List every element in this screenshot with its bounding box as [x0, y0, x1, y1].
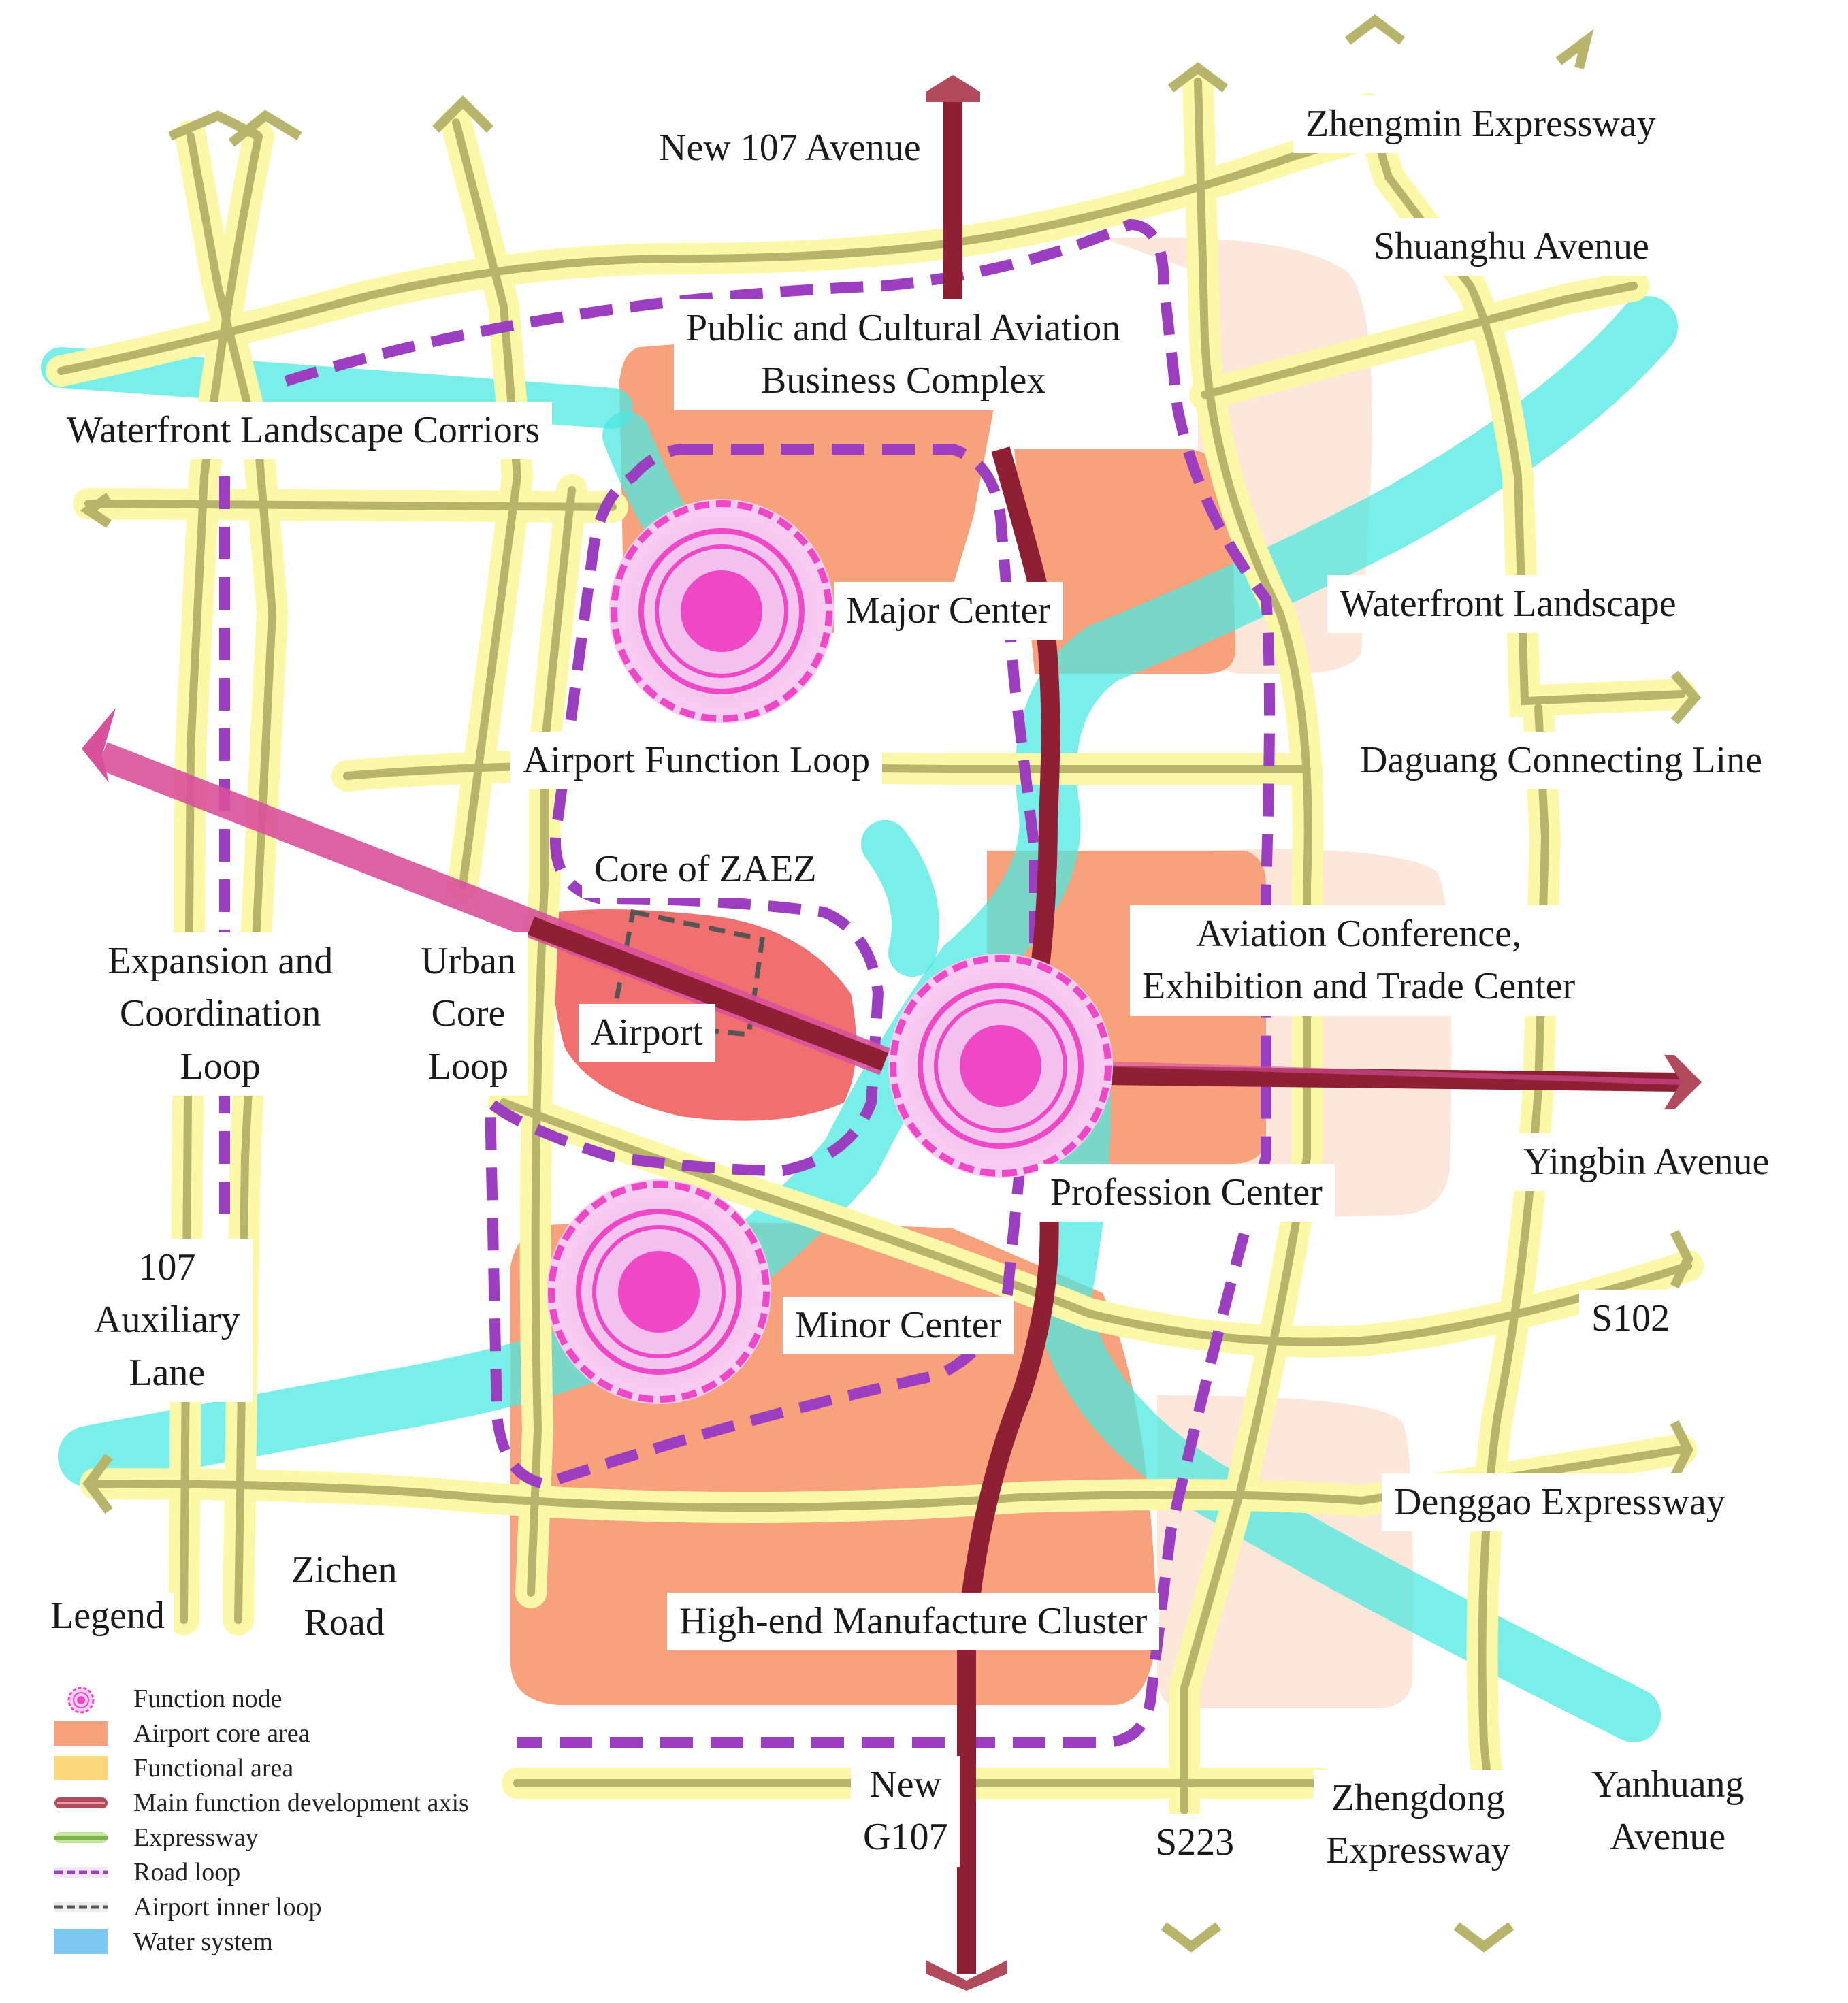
- development-axis-swatch: [54, 1791, 108, 1815]
- legend-item: Functional area: [54, 1750, 531, 1785]
- node-profession-center: [888, 954, 1113, 1178]
- label-new-107-avenue: New 107 Avenue: [647, 119, 933, 178]
- label-high-end-manufacture-cluster: High-end Manufacture Cluster: [667, 1593, 1160, 1651]
- label-waterfront-landscape: Waterfront Landscape: [1327, 575, 1689, 634]
- label-major-center: Major Center: [834, 582, 1063, 640]
- function-node-icon: [54, 1687, 108, 1713]
- legend-label: Road loop: [133, 1857, 241, 1887]
- node-major-center: [609, 499, 834, 723]
- label-denggao-expressway: Denggao Expressway: [1382, 1473, 1738, 1532]
- road-arrowheads: [80, 14, 1702, 1953]
- legend-label: Function node: [133, 1684, 282, 1713]
- legend-label: Expressway: [133, 1823, 259, 1852]
- legend-item: Expressway: [54, 1820, 531, 1855]
- legend-item: Road loop: [54, 1855, 531, 1889]
- legend-label: Airport core area: [133, 1719, 310, 1748]
- label-core-of-zaez: Core of ZAEZ: [582, 841, 829, 899]
- airport-core-area-swatch: [54, 1721, 108, 1746]
- legend-item: Airport inner loop: [54, 1889, 531, 1924]
- development-axes: [97, 88, 1682, 1974]
- label-zhengmin-expressway: Zhengmin Expressway: [1293, 95, 1668, 154]
- legend-label: Functional area: [133, 1753, 294, 1782]
- label-yingbin-avenue: Yingbin Avenue: [1511, 1133, 1782, 1192]
- legend-item: Main function development axis: [54, 1785, 531, 1820]
- label-shuanghu-avenue: Shuanghu Avenue: [1361, 218, 1661, 276]
- road-loops: [219, 218, 1275, 1748]
- label-profession-center: Profession Center: [1038, 1164, 1335, 1222]
- expressway-swatch: [54, 1825, 108, 1850]
- legend-title: Legend: [41, 1593, 174, 1639]
- airport-inner-loop: [609, 909, 765, 1037]
- airport-inner-loop-swatch: [54, 1895, 108, 1919]
- axis-arrowheads: [82, 75, 1702, 1991]
- label-airport: Airport: [579, 1004, 715, 1062]
- legend-item: Airport core area: [54, 1716, 531, 1750]
- label-minor-center: Minor Center: [783, 1297, 1014, 1355]
- label-s223: S223: [1144, 1814, 1247, 1872]
- legend-label: Main function development axis: [133, 1788, 469, 1817]
- label-daguang-connecting-line: Daguang Connecting Line: [1348, 732, 1774, 790]
- legend-label: Airport inner loop: [133, 1892, 322, 1921]
- node-minor-center: [547, 1179, 771, 1404]
- road-loop-swatch: [54, 1860, 108, 1885]
- label-aviation-conference-center: Aviation Conference,Exhibition and Trade…: [1130, 905, 1588, 1016]
- water-system-swatch: [54, 1929, 108, 1954]
- legend-label: Water system: [133, 1927, 273, 1956]
- label-airport-function-loop: Airport Function Loop: [510, 732, 883, 790]
- label-s102: S102: [1579, 1290, 1683, 1348]
- legend: Function node Airport core area Function…: [54, 1681, 531, 1959]
- legend-item: Function node: [54, 1681, 531, 1716]
- functional-area-swatch: [54, 1755, 108, 1780]
- label-waterfront-corridors: Waterfront Landscape Corriors: [54, 402, 553, 460]
- legend-item: Water system: [54, 1924, 531, 1959]
